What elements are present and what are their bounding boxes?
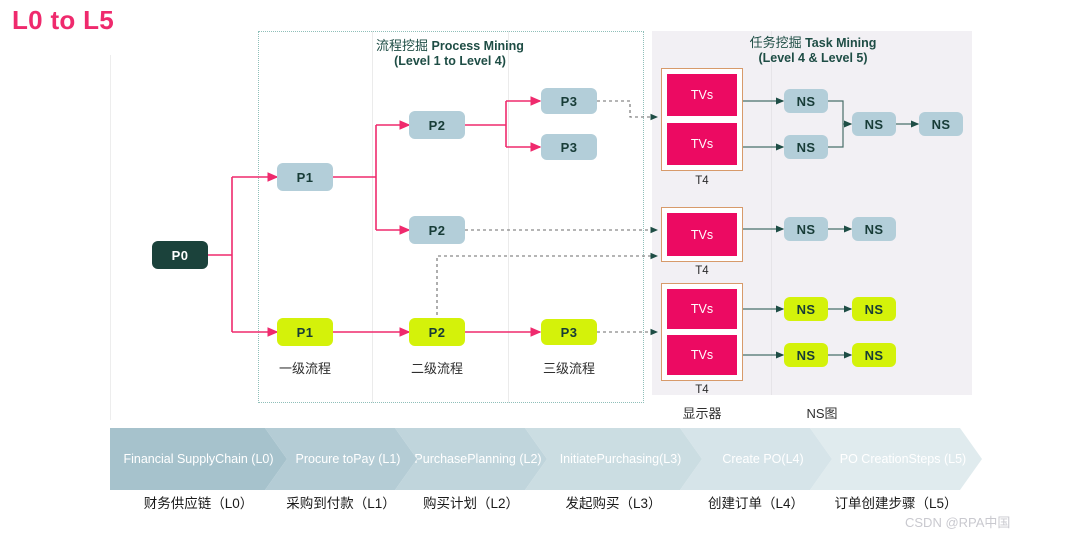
node-ns-3b[interactable]: NS <box>852 297 896 321</box>
pm-heading-cn: 流程挖掘 <box>376 38 429 53</box>
chevron-label-line: Financial Supply <box>123 451 216 466</box>
chevron-label-line: Purchase <box>414 451 468 466</box>
chevron-label-line: PO Creation <box>839 451 909 466</box>
tv-box[interactable]: TVs <box>667 74 737 116</box>
node-ns-2b[interactable]: NS <box>852 217 896 241</box>
chevron-cn-label-4: 创建订单（L4） <box>707 496 805 511</box>
caption-level2: 二级流程 <box>410 361 463 376</box>
node-p2-bottom[interactable]: P2 <box>409 318 465 346</box>
tm-heading-sub: (Level 4 & Level 5) <box>758 51 868 65</box>
task-mining-inner-divider <box>771 31 772 395</box>
node-p1-top[interactable]: P1 <box>277 163 333 191</box>
t4-group-3[interactable]: TVs TVs <box>661 283 743 381</box>
page-title: L0 to L5 <box>12 5 115 35</box>
chevron-label-line: Steps (L5) <box>908 451 967 466</box>
node-ns-3d[interactable]: NS <box>852 343 896 367</box>
node-p2-a[interactable]: P2 <box>409 111 465 139</box>
t4-label-3: T4 <box>695 384 709 396</box>
pm-column-sep-1 <box>372 31 373 403</box>
caption-display: 显示器 <box>682 406 722 421</box>
chevron-step-4[interactable]: Create PO(L4) <box>680 428 832 490</box>
chevron-label-line: (L3) <box>659 451 682 466</box>
node-p3-a[interactable]: P3 <box>541 88 597 114</box>
t4-group-1[interactable]: TVs TVs <box>661 68 743 171</box>
node-p2-b[interactable]: P2 <box>409 216 465 244</box>
t4-label-1: T4 <box>695 175 709 187</box>
node-ns-3c[interactable]: NS <box>784 343 828 367</box>
node-ns-3a[interactable]: NS <box>784 297 828 321</box>
chevron-label-line: Procure to <box>295 451 354 466</box>
caption-level1: 一级流程 <box>278 361 331 376</box>
chevron-cn-label-0: 财务供应链（L0） <box>143 496 254 511</box>
node-p0[interactable]: P0 <box>152 241 208 269</box>
chevron-cn-label-3: 发起购买（L3） <box>565 496 662 511</box>
chevron-cn-label-2: 购买计划（L2） <box>422 496 520 511</box>
tm-heading-en: Task Mining <box>805 36 877 50</box>
chevron-label-line: (L4) <box>781 451 804 466</box>
chevron-label-line: Pay (L1) <box>353 451 401 466</box>
left-divider-line <box>110 55 111 420</box>
chevron-label-line: Purchasing <box>596 451 660 466</box>
pm-heading-sub: (Level 1 to Level 4) <box>394 54 506 68</box>
tv-box[interactable]: TVs <box>667 123 737 165</box>
process-mining-panel <box>258 31 644 403</box>
tv-box[interactable]: TVs <box>667 213 737 256</box>
process-mining-heading: 流程挖掘 Process Mining (Level 1 to Level 4) <box>300 38 600 69</box>
t4-group-2[interactable]: TVs <box>661 207 743 262</box>
watermark: CSDN @RPA中国 <box>905 515 1011 530</box>
node-ns-1a[interactable]: NS <box>784 89 828 113</box>
chevron-cn-label-1: 采购到付款（L1） <box>286 496 396 511</box>
node-ns-1b[interactable]: NS <box>784 135 828 159</box>
caption-level3: 三级流程 <box>542 361 595 376</box>
tm-heading-cn: 任务挖掘 <box>749 35 802 50</box>
chevron-cn-label-5: 订单创建步骤（L5） <box>834 496 958 511</box>
tv-box[interactable]: TVs <box>667 289 737 329</box>
pm-column-sep-2 <box>508 31 509 403</box>
chevron-label-line: Create PO <box>722 451 782 466</box>
task-mining-heading: 任务挖掘 Task Mining (Level 4 & Level 5) <box>668 35 958 66</box>
t4-label-2: T4 <box>695 265 709 277</box>
pm-heading-en: Process Mining <box>431 39 524 53</box>
node-p1-bottom[interactable]: P1 <box>277 318 333 346</box>
node-p3-b[interactable]: P3 <box>541 134 597 160</box>
node-ns-2a[interactable]: NS <box>784 217 828 241</box>
node-p3-bottom[interactable]: P3 <box>541 319 597 345</box>
node-ns-1d[interactable]: NS <box>919 112 963 136</box>
chevron-label-line: Initiate <box>559 451 597 466</box>
chevron-label-line: Chain (L0) <box>215 451 274 466</box>
chevron-label-line: Planning (L2) <box>467 451 542 466</box>
node-ns-1c[interactable]: NS <box>852 112 896 136</box>
tv-box[interactable]: TVs <box>667 335 737 375</box>
caption-ns-chart: NS图 <box>806 406 838 421</box>
